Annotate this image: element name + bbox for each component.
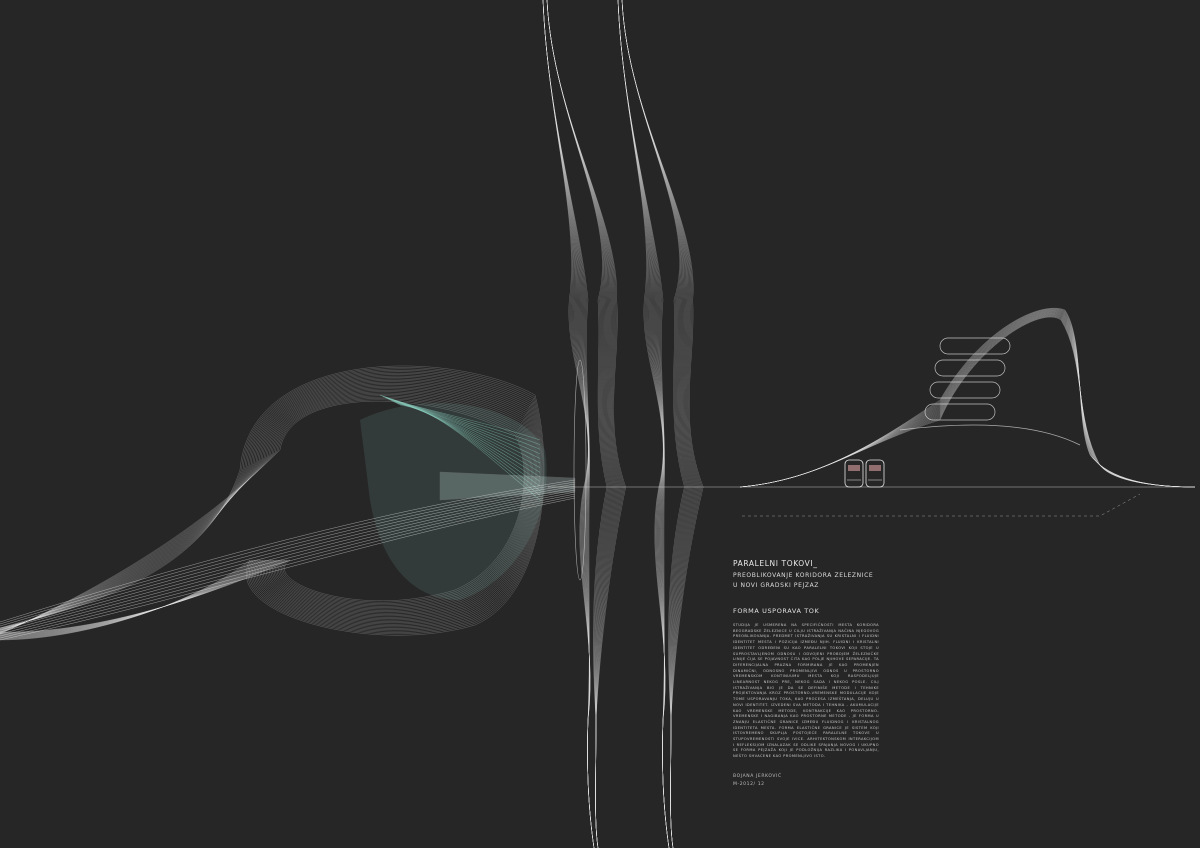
terrace-opening	[929, 381, 1001, 399]
hill-contour	[739, 313, 1196, 488]
hill-contour	[739, 310, 1196, 488]
train-car	[865, 459, 885, 488]
flow-line	[0, 483, 576, 627]
tube-end	[439, 471, 576, 501]
terrace-opening	[934, 359, 1006, 377]
section-contour	[546, 0, 622, 848]
poster-subtitle: PREOBLIKOVANJE KORIDORA ZELEZNICE U NOVI…	[733, 572, 874, 589]
blob-contour	[0, 391, 530, 635]
section-contour	[621, 0, 701, 848]
project-code: M-2012/ 12	[733, 781, 765, 787]
blob-contour	[0, 396, 527, 634]
hill-contour	[739, 316, 1196, 488]
section-contour	[546, 0, 608, 848]
section-contour	[621, 0, 699, 848]
flow-line	[0, 491, 576, 635]
hill-contour	[739, 310, 1196, 488]
blob-contour	[0, 398, 526, 634]
hill-contour	[739, 309, 1196, 488]
flow-line	[0, 495, 576, 639]
hill-contour	[739, 307, 1196, 488]
section-contour	[546, 0, 620, 848]
section-contour	[617, 0, 670, 848]
hill-contour	[739, 313, 1196, 488]
fluid-form-drawing	[0, 365, 576, 641]
author-name: Bojana Jerković	[733, 773, 782, 779]
blob-contour	[0, 385, 534, 636]
flow-line	[0, 493, 576, 637]
flow-line	[0, 489, 576, 633]
section-contour	[546, 0, 626, 848]
blob-contour	[0, 387, 533, 636]
terrace-opening	[924, 403, 996, 421]
flow-line	[0, 497, 576, 641]
blob-contour	[0, 365, 545, 641]
blob-contour	[0, 367, 544, 640]
section-contour	[546, 0, 621, 848]
blob-contour	[0, 374, 540, 639]
section-contour	[546, 0, 625, 848]
blob-contour	[0, 370, 542, 640]
blob-contour	[0, 383, 535, 637]
body-text: Studija je usmerena na specifičnosti mes…	[733, 623, 879, 759]
section-opening	[573, 359, 587, 581]
blob-contour	[0, 368, 543, 640]
vertical-section-drawing	[542, 0, 1195, 848]
hill-contour	[739, 315, 1196, 488]
section-contour	[542, 0, 595, 848]
section-contour	[546, 0, 609, 848]
train-icon	[844, 459, 885, 488]
description-panel: PARALELNI TOKOVI_ PREOBLIKOVANJE KORIDOR…	[733, 559, 879, 787]
ground-dashed-line	[742, 493, 1141, 517]
train-window	[869, 465, 881, 471]
hill-contour	[739, 310, 1196, 488]
terrace-opening	[939, 337, 1011, 355]
landscape-section-drawing	[739, 307, 1196, 488]
train-window	[848, 465, 860, 471]
hill-edge	[899, 424, 1081, 446]
hill-contour	[739, 312, 1196, 488]
blob-contour	[0, 377, 538, 638]
hill-contour	[739, 313, 1196, 488]
section-contour	[621, 0, 704, 848]
hill-contour	[739, 316, 1196, 488]
hill-contour	[739, 312, 1196, 488]
flow-line	[0, 487, 576, 631]
flow-line	[0, 481, 576, 625]
flow-line	[0, 479, 576, 623]
blob-accent-line	[399, 404, 541, 501]
blob-contour	[0, 381, 536, 637]
blob-contour	[0, 373, 541, 639]
hill-contour	[739, 314, 1196, 488]
poster-title: PARALELNI TOKOVI_	[733, 559, 818, 568]
hill-contour	[739, 315, 1196, 488]
train-car	[844, 459, 864, 488]
section-heading: FORMA USPORAVA TOK	[733, 607, 820, 615]
blob-contour	[0, 395, 528, 634]
hill-contour	[739, 316, 1196, 488]
hill-contour	[739, 314, 1196, 488]
flow-line	[0, 485, 576, 629]
section-contour	[546, 0, 623, 848]
